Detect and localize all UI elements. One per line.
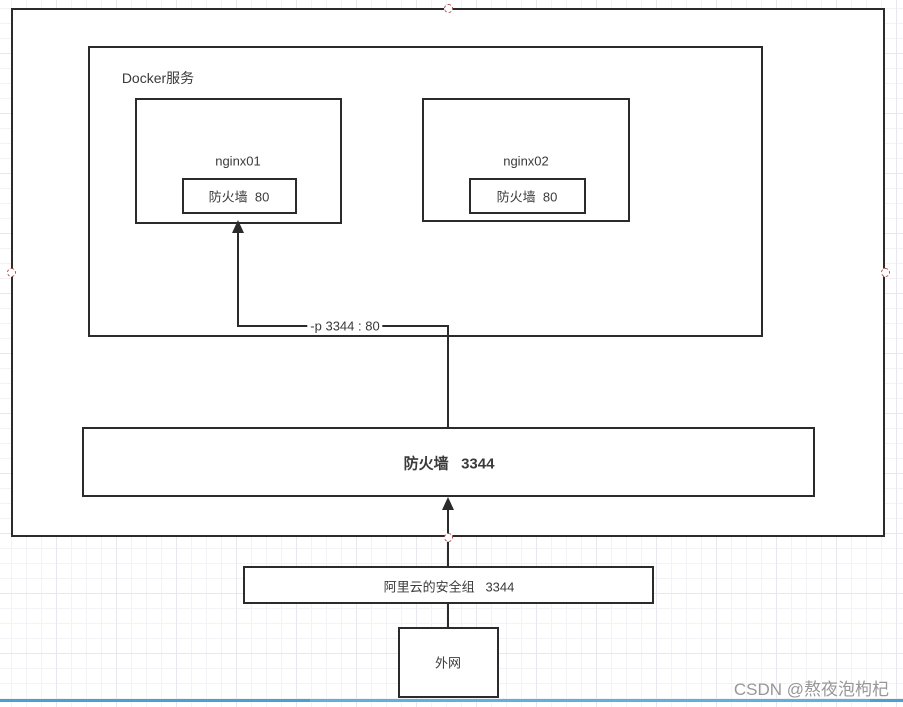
- nginx02-firewall-port-shape[interactable]: [469, 178, 586, 214]
- nginx02-shape[interactable]: [422, 98, 630, 222]
- external-network-label: 外网: [434, 655, 462, 671]
- port-mapping-edge-label[interactable]: -p 3344 : 80: [307, 318, 383, 334]
- nginx02-firewall-port-label: 防火墙 80: [496, 189, 558, 205]
- watermark-text: CSDN @熬夜泡枸杞: [733, 680, 889, 699]
- selection-handle-bottom[interactable]: [444, 533, 453, 542]
- security-group-shape[interactable]: [243, 566, 654, 604]
- firewall-3344-shape[interactable]: [82, 427, 815, 497]
- docker-group-label: Docker服务: [121, 70, 195, 86]
- port-mapping-edge-segment-down[interactable]: [447, 326, 449, 427]
- nginx01-firewall-port-shape[interactable]: [182, 178, 297, 214]
- port-mapping-arrowhead-icon: [232, 220, 244, 233]
- firewall-3344-label: 防火墙 3344: [403, 455, 495, 473]
- selection-handle-left[interactable]: [7, 268, 16, 277]
- progress-bar[interactable]: [0, 699, 903, 702]
- progress-bar-segment: [310, 699, 870, 702]
- nginx02-label: nginx02: [503, 153, 549, 169]
- external-network-shape[interactable]: [398, 627, 499, 698]
- security-group-label: 阿里云的安全组 3344: [383, 579, 515, 595]
- nginx01-label: nginx01: [215, 153, 261, 169]
- selection-handle-top[interactable]: [444, 4, 453, 13]
- port-mapping-edge-segment-up[interactable]: [237, 231, 239, 326]
- external-to-securitygroup-edge[interactable]: [447, 604, 449, 627]
- nginx01-firewall-port-label: 防火墙 80: [208, 189, 270, 205]
- selection-handle-right[interactable]: [881, 268, 890, 277]
- securitygroup-to-firewall-arrowhead-icon: [442, 497, 454, 510]
